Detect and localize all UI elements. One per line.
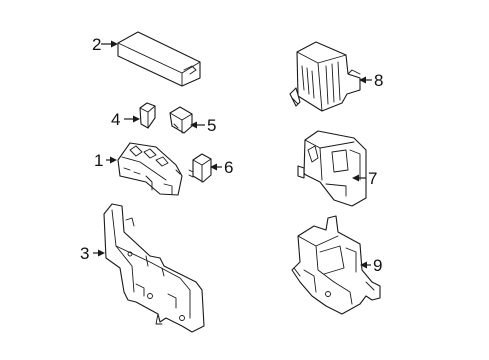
- part-4-fuse: [139, 102, 156, 129]
- callout-7-label: 7: [368, 169, 377, 188]
- callout-9-label: 9: [373, 256, 382, 275]
- callout-2: 2: [92, 35, 118, 54]
- callout-7: 7: [352, 169, 377, 188]
- callout-1-label: 1: [94, 151, 103, 170]
- callout-6-label: 6: [224, 158, 233, 177]
- callout-6: 6: [210, 158, 233, 177]
- callout-4: 4: [111, 110, 140, 129]
- part-6-relay: [188, 153, 212, 183]
- part-9-box-bracket: [291, 215, 381, 315]
- part-5-relay: [169, 106, 193, 134]
- part-8-relay-box: [289, 41, 361, 112]
- part-7-control-module: [297, 130, 367, 207]
- callout-3-label: 3: [80, 244, 89, 263]
- callout-2-label: 2: [92, 35, 101, 54]
- callout-5-label: 5: [207, 116, 216, 135]
- callout-8-label: 8: [374, 71, 383, 90]
- part-3-mounting-bracket: [103, 203, 205, 333]
- callout-5: 5: [190, 116, 216, 135]
- callout-9: 9: [360, 256, 382, 275]
- callout-8: 8: [359, 71, 383, 90]
- part-1-fuse-block: [117, 142, 183, 196]
- part-2-fuse-box-cover: [117, 31, 201, 87]
- callout-1: 1: [94, 151, 117, 170]
- callout-3: 3: [80, 244, 105, 263]
- callout-4-label: 4: [111, 110, 120, 129]
